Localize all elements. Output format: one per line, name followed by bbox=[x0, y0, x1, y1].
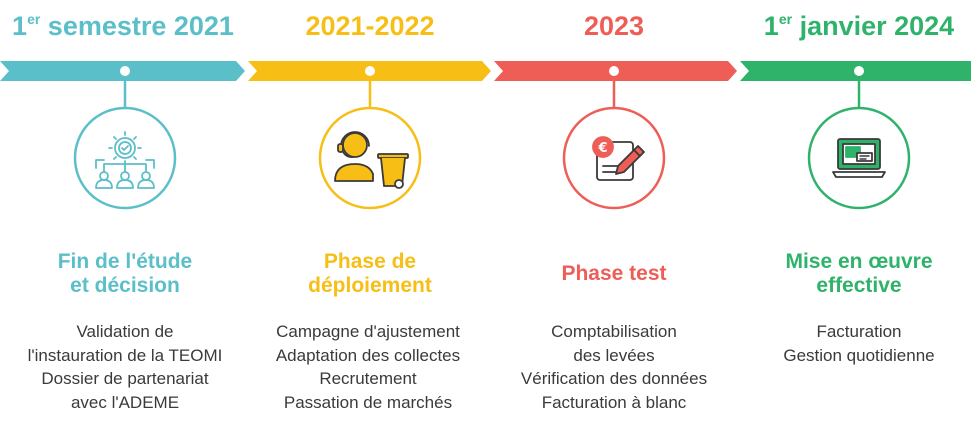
step-4-heading: Mise en œuvre effective bbox=[744, 250, 971, 298]
agent-headset-bin-icon bbox=[334, 131, 409, 189]
step-3-heading: Phase test bbox=[499, 262, 729, 286]
step-4-heading-line: Mise en œuvre bbox=[785, 250, 933, 273]
list-item: des levées bbox=[573, 345, 655, 365]
list-item: Gestion quotidienne bbox=[783, 345, 935, 365]
step-3-title: 2023 bbox=[583, 11, 645, 41]
step-4-items: Facturation Gestion quotidienne bbox=[739, 320, 971, 367]
list-item: Vérification des données bbox=[520, 369, 708, 388]
step-2-heading-line: Phase de bbox=[323, 250, 417, 273]
list-item: l'instauration de la TEOMI bbox=[27, 345, 223, 365]
step-2-heading: Phase de déploiement bbox=[255, 250, 485, 298]
list-item: avec l'ADEME bbox=[70, 392, 180, 412]
svg-text:€: € bbox=[597, 141, 607, 156]
step-2-items: Campagne d'ajustement Adaptation des col… bbox=[248, 320, 488, 414]
list-item: Campagne d'ajustement bbox=[276, 322, 460, 341]
step-4-title: 1er janvier 2024 bbox=[763, 11, 955, 41]
computer-screen-icon bbox=[832, 138, 886, 178]
step-1-title: 1er semestre 2021 bbox=[12, 11, 234, 41]
step-3-heading-line: Phase test bbox=[561, 262, 667, 285]
list-item: Facturation à blanc bbox=[541, 392, 687, 412]
step-4-heading-line: effective bbox=[816, 274, 902, 297]
step-1-heading-line: Fin de l'étude bbox=[57, 250, 193, 273]
euro-document-pen-icon: € bbox=[592, 136, 645, 181]
icon-circle-4 bbox=[807, 106, 911, 210]
list-item: Passation de marchés bbox=[283, 392, 453, 412]
step-1-items: Validation de l'instauration de la TEOMI… bbox=[5, 320, 245, 414]
step-2-title: 2021-2022 bbox=[305, 11, 435, 41]
step-2-heading-line: déploiement bbox=[308, 274, 432, 297]
list-item: Validation de bbox=[76, 322, 174, 341]
timeline-dot-2 bbox=[365, 66, 375, 76]
list-item: Facturation bbox=[816, 322, 902, 341]
list-item: Adaptation des collectes bbox=[275, 345, 461, 365]
icon-circle-1 bbox=[73, 106, 177, 210]
icon-circle-2 bbox=[318, 106, 422, 210]
step-3-items: Comptabilisation des levées Vérification… bbox=[494, 320, 734, 414]
list-item: Comptabilisation bbox=[551, 322, 677, 341]
icon-circle-3 bbox=[562, 106, 666, 210]
timeline-dot-3 bbox=[609, 66, 619, 76]
timeline-dot-4 bbox=[854, 66, 864, 76]
list-item: Recrutement bbox=[319, 369, 417, 388]
step-1-heading: Fin de l'étude et décision bbox=[10, 250, 240, 298]
timeline-dot-1 bbox=[120, 66, 130, 76]
network-gear-people-icon bbox=[95, 131, 155, 189]
step-1-heading-line: et décision bbox=[70, 274, 180, 297]
list-item: Dossier de partenariat bbox=[41, 369, 209, 388]
